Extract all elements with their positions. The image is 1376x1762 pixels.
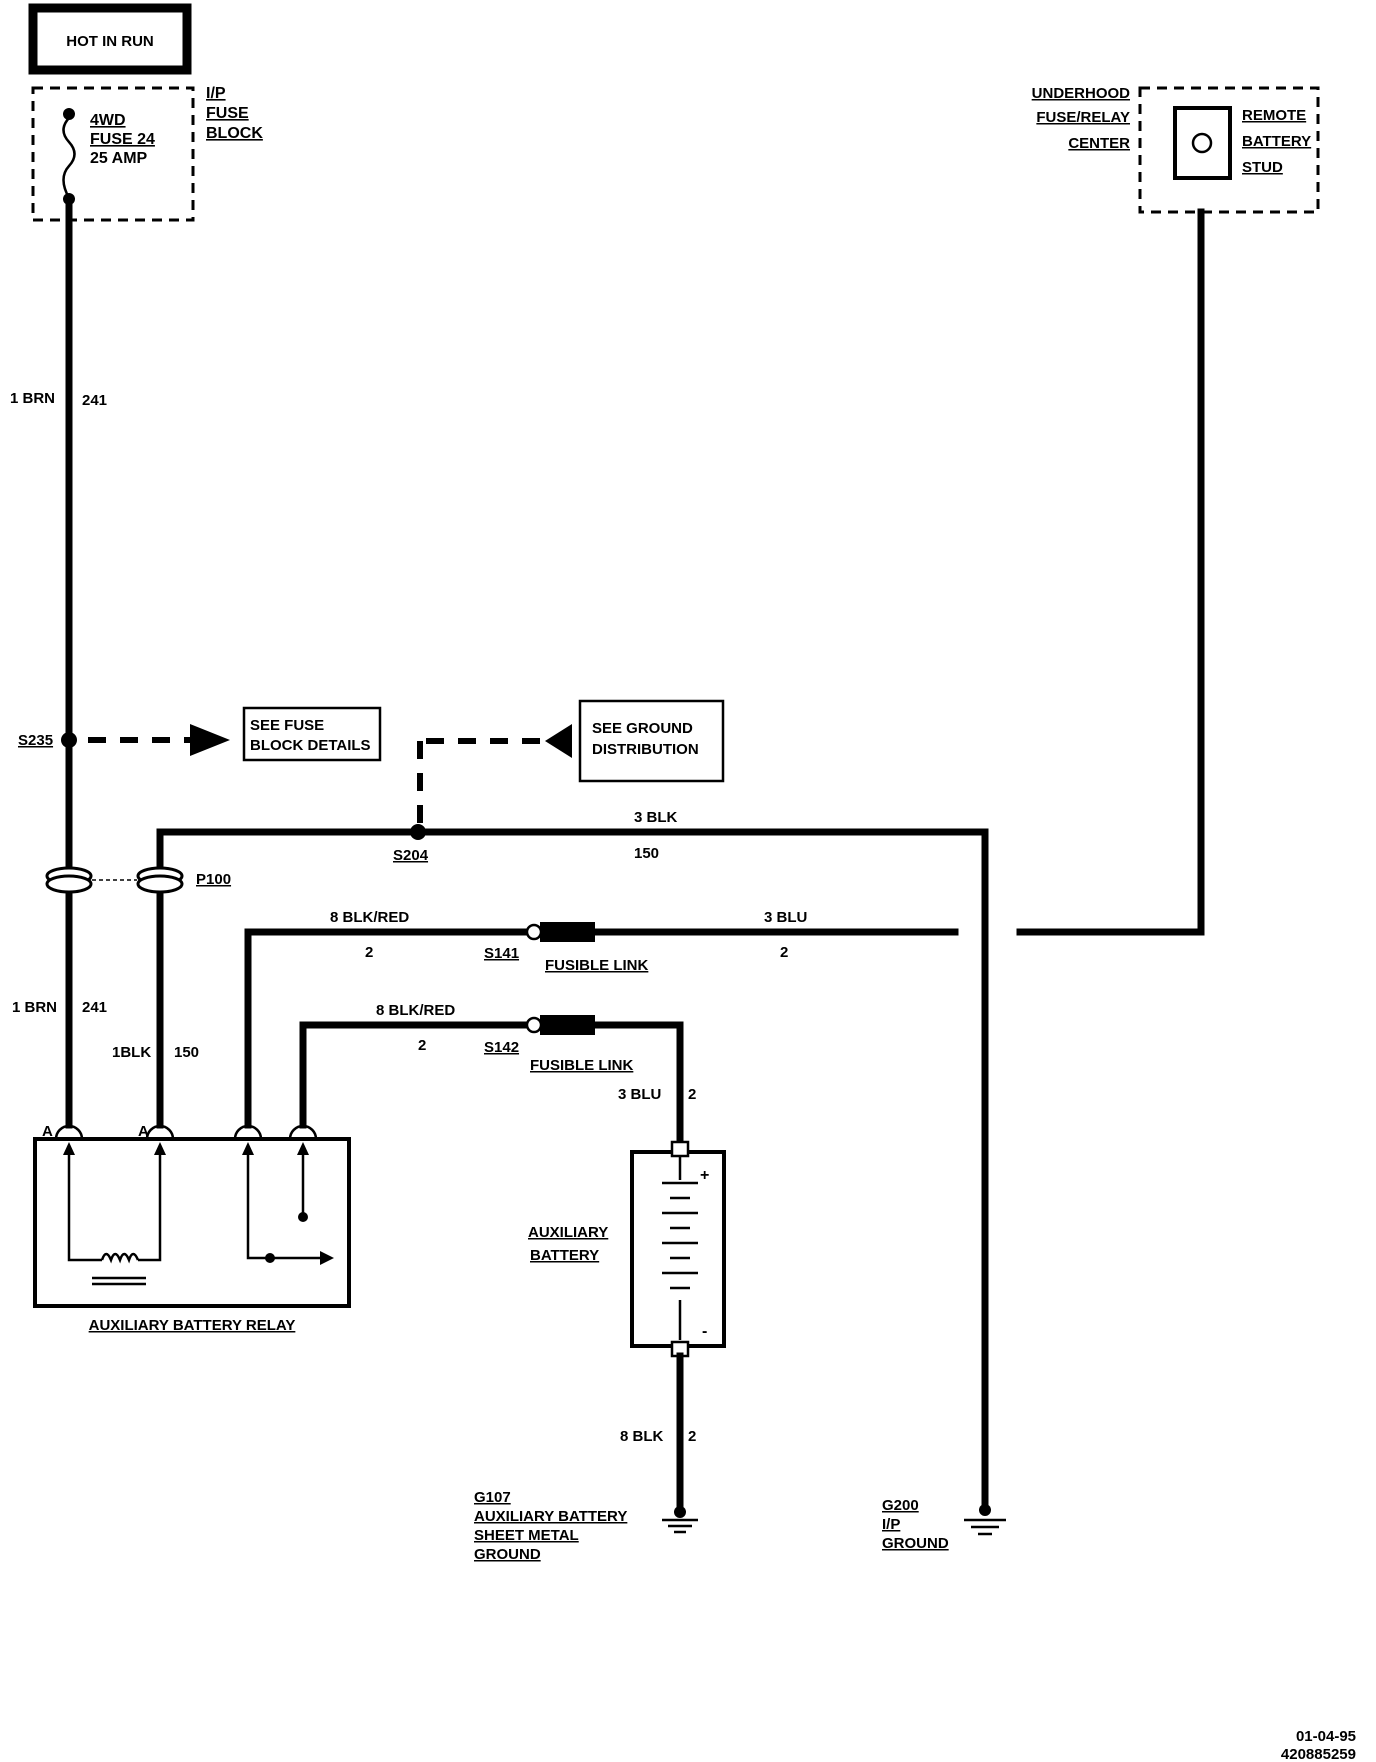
p100-connector: P100 bbox=[45, 866, 231, 894]
fusible-link-1-icon bbox=[540, 922, 595, 942]
circuit-2-b: 2 bbox=[780, 944, 788, 961]
wire-s141: 8 BLK/RED 2 S141 FUSIBLE LINK 3 BLU 2 bbox=[244, 208, 1205, 1129]
aux-battery-label-1: AUXILIARY bbox=[528, 1224, 608, 1241]
s235-label: S235 bbox=[18, 732, 53, 749]
blu3-top-label: 3 BLU bbox=[764, 909, 807, 926]
wire-241: 1 BRN 241 1 BRN 241 bbox=[10, 196, 107, 1129]
auxiliary-battery: + - AUXILIARY BATTERY bbox=[528, 1140, 726, 1358]
circuit-2-a: 2 bbox=[365, 944, 373, 961]
wire-brn-bottom-label: 1 BRN bbox=[12, 999, 57, 1016]
circuit-2-e: 2 bbox=[688, 1428, 696, 1445]
see-fuse-label-2: BLOCK DETAILS bbox=[250, 737, 371, 754]
underhood-label-2: FUSE/RELAY bbox=[1036, 109, 1130, 126]
underhood-fuse-relay-center: UNDERHOOD FUSE/RELAY CENTER REMOTE BATTE… bbox=[1032, 85, 1320, 214]
circuit-2-d: 2 bbox=[688, 1086, 696, 1103]
ip-fuse-block-label-3: BLOCK bbox=[206, 125, 263, 142]
see-ground-distribution: SEE GROUND DISTRIBUTION bbox=[417, 699, 725, 825]
remote-label-2: BATTERY bbox=[1242, 133, 1311, 150]
see-ground-label-1: SEE GROUND bbox=[592, 720, 693, 737]
blk3-top-label: 3 BLK bbox=[634, 809, 678, 826]
fusible-link-2-icon bbox=[540, 1015, 595, 1035]
document-number: 420885259 bbox=[1281, 1746, 1356, 1762]
circuit-150-bottom: 150 bbox=[174, 1044, 199, 1061]
p100-label: P100 bbox=[196, 871, 231, 888]
circuit-241-top: 241 bbox=[82, 392, 107, 409]
battery-plus-label: + bbox=[700, 1167, 709, 1184]
battery-cells-icon bbox=[662, 1157, 698, 1340]
g107-label-1: G107 bbox=[474, 1489, 511, 1506]
pin-a-1: A bbox=[42, 1123, 53, 1140]
ground-icon bbox=[964, 1518, 1006, 1536]
s204-label: S204 bbox=[393, 847, 429, 864]
battery-minus-label: - bbox=[702, 1323, 707, 1340]
s235-splice: S235 SEE FUSE BLOCK DETAILS bbox=[18, 706, 382, 762]
wire-brn-top-label: 1 BRN bbox=[10, 390, 55, 407]
g200-label-2: I/P bbox=[882, 1516, 900, 1533]
blkred-1-label: 8 BLK/RED bbox=[330, 909, 409, 926]
g200-label-1: G200 bbox=[882, 1497, 919, 1514]
g107-label-2: AUXILIARY BATTERY bbox=[474, 1508, 627, 1525]
hot-in-run-box: HOT IN RUN bbox=[28, 3, 192, 75]
aux-relay-label: AUXILIARY BATTERY RELAY bbox=[89, 1317, 296, 1334]
underhood-label-1: UNDERHOOD bbox=[1032, 85, 1131, 102]
circuit-150-top: 150 bbox=[634, 845, 659, 862]
blu3-bottom-label: 3 BLU bbox=[618, 1086, 661, 1103]
circuit-241-bottom: 241 bbox=[82, 999, 107, 1016]
g107-label-3: SHEET METAL bbox=[474, 1527, 579, 1544]
g107-ground: 8 BLK 2 G107 AUXILIARY BATTERY SHEET MET… bbox=[474, 1352, 698, 1563]
auxiliary-battery-relay: A A AUXILIARY BATTERY RELAY bbox=[33, 1123, 351, 1334]
hot-in-run-label: HOT IN RUN bbox=[66, 33, 154, 50]
blk1-label: 1BLK bbox=[112, 1044, 151, 1061]
s141-label: S141 bbox=[484, 945, 519, 962]
aux-battery-label-2: BATTERY bbox=[530, 1247, 599, 1264]
fusible-link-2-label: FUSIBLE LINK bbox=[530, 1057, 633, 1074]
diagram-date: 01-04-95 bbox=[1296, 1728, 1356, 1745]
wire-150: S204 3 BLK 150 1BLK 150 bbox=[112, 809, 989, 1512]
g107-label-4: GROUND bbox=[474, 1546, 541, 1563]
fuse-name-line2: FUSE 24 bbox=[90, 131, 155, 148]
ip-fuse-block: 4WD FUSE 24 25 AMP I/P FUSE BLOCK bbox=[31, 85, 263, 222]
g200-label-3: GROUND bbox=[882, 1535, 949, 1552]
wire-s142: 8 BLK/RED 2 S142 FUSIBLE LINK 3 BLU 2 bbox=[299, 1002, 696, 1146]
see-ground-label-2: DISTRIBUTION bbox=[592, 741, 699, 758]
ground-icon bbox=[662, 1518, 698, 1534]
pin-a-2: A bbox=[138, 1123, 149, 1140]
blkred-2-label: 8 BLK/RED bbox=[376, 1002, 455, 1019]
fuse-name-line1: 4WD bbox=[90, 112, 126, 129]
remote-battery-stud-icon bbox=[1191, 132, 1213, 154]
fuse-rating: 25 AMP bbox=[90, 150, 148, 167]
s142-label: S142 bbox=[484, 1039, 519, 1056]
ip-fuse-block-label-1: I/P bbox=[206, 85, 226, 102]
ip-fuse-block-label-2: FUSE bbox=[206, 105, 249, 122]
circuit-2-c: 2 bbox=[418, 1037, 426, 1054]
remote-label-1: REMOTE bbox=[1242, 107, 1306, 124]
underhood-label-3: CENTER bbox=[1068, 135, 1130, 152]
g200-ground: G200 I/P GROUND bbox=[882, 1497, 1006, 1552]
remote-label-3: STUD bbox=[1242, 159, 1283, 176]
fusible-link-1-label: FUSIBLE LINK bbox=[545, 957, 648, 974]
blk8-label: 8 BLK bbox=[620, 1428, 664, 1445]
see-fuse-label-1: SEE FUSE bbox=[250, 717, 324, 734]
relay-coil-icon bbox=[100, 1252, 140, 1264]
